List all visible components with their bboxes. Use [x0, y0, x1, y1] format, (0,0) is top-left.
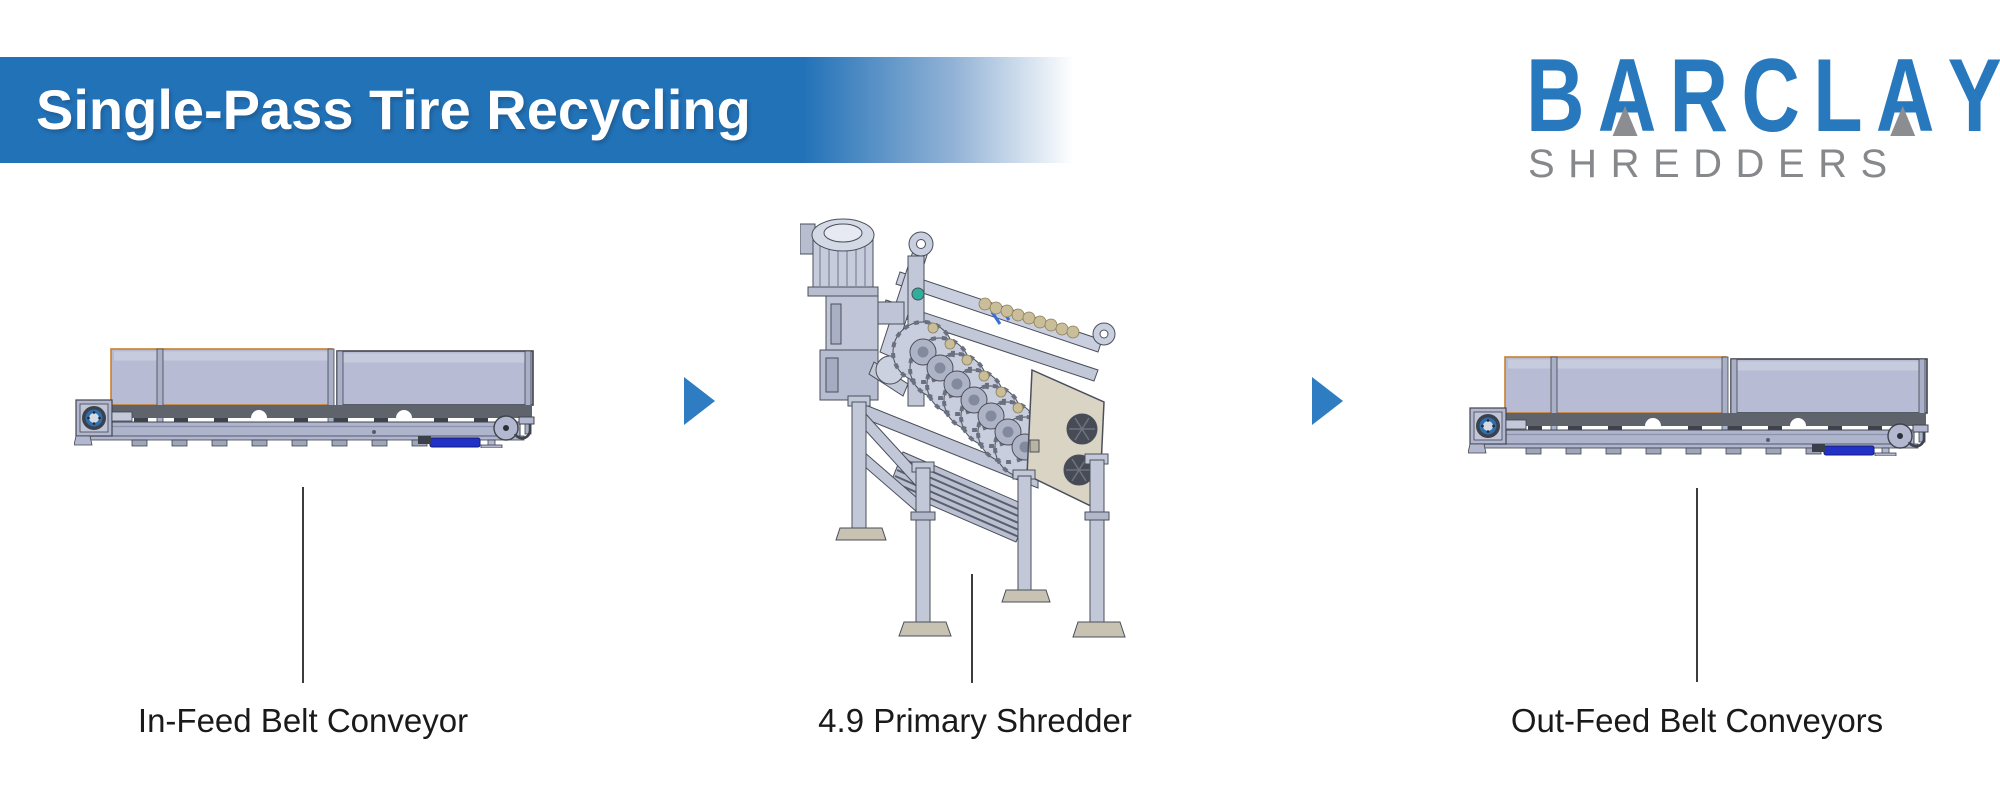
brand-subtitle: SHREDDERS — [1528, 142, 1901, 186]
flow-arrow-icon — [1312, 377, 1343, 425]
brand-letter: B — [1526, 38, 1585, 154]
out-feed-conveyors-figure — [1468, 352, 1932, 456]
step-label-outfeed: Out-Feed Belt Conveyors — [1510, 702, 1884, 739]
brand-letter: Y — [1947, 38, 2000, 154]
brand-letter: C — [1741, 38, 1800, 154]
brand-letter: A — [1597, 38, 1657, 154]
leader-line-infeed — [302, 487, 304, 683]
brand-letter: A — [1875, 38, 1935, 154]
title-banner: Single-Pass Tire Recycling — [0, 57, 1085, 163]
step-label-shredder: 4.9 Primary Shredder — [818, 702, 1132, 739]
step-label-infeed: In-Feed Belt Conveyor — [137, 702, 469, 739]
primary-shredder-figure — [800, 218, 1126, 638]
brand-letter: L — [1813, 38, 1863, 154]
brand-wordmark: B A R C L A Y — [1526, 38, 2000, 154]
leader-line-shredder — [971, 574, 973, 683]
flow-arrow-icon — [684, 377, 715, 425]
in-feed-conveyor-figure — [74, 344, 538, 448]
page-title: Single-Pass Tire Recycling — [36, 78, 751, 141]
brand-logo: B A R C L A Y SHREDDERS — [1526, 38, 2000, 184]
leader-line-outfeed — [1696, 488, 1698, 682]
brand-letter: R — [1669, 38, 1729, 154]
